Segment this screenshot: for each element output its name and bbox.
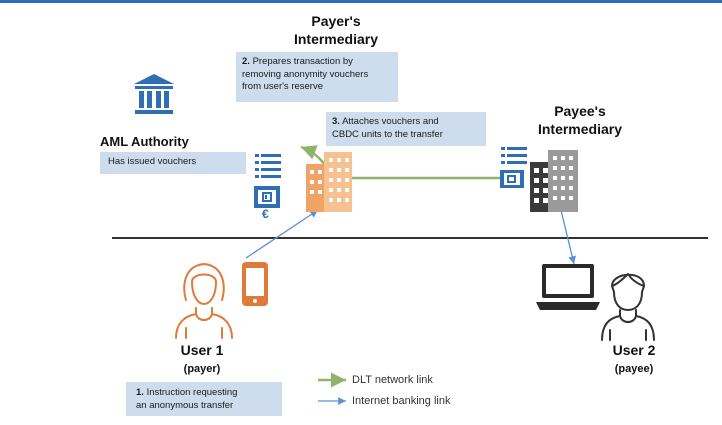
payer-intermediary-title: Payer's Intermediary bbox=[293, 13, 379, 47]
user1-label: User 1 (payer) bbox=[180, 342, 224, 375]
step1-callout: 1. Instruction requesting an anonymous t… bbox=[126, 382, 282, 416]
bank-icon bbox=[134, 74, 174, 114]
euro-symbol: € bbox=[262, 207, 269, 221]
step2-callout: 2. Prepares transaction by removing anon… bbox=[236, 52, 398, 102]
list-icon bbox=[255, 154, 281, 178]
building-icon bbox=[306, 152, 352, 212]
wallet-icon bbox=[254, 186, 280, 208]
list-icon bbox=[501, 147, 527, 164]
top-accent-line bbox=[0, 0, 722, 3]
step3-callout: 3. Attaches vouchers and CBDC units to t… bbox=[326, 112, 486, 146]
person-icon bbox=[601, 273, 655, 341]
building-icon bbox=[530, 150, 578, 212]
legend-dlt-label: DLT network link bbox=[352, 374, 433, 386]
aml-authority-note: Has issued vouchers bbox=[100, 152, 246, 174]
banking-link-user2 bbox=[559, 205, 576, 265]
wallet-icon bbox=[500, 170, 524, 188]
smartphone-icon bbox=[242, 262, 268, 306]
aml-authority-title: AML Authority bbox=[100, 134, 189, 149]
laptop-icon bbox=[536, 264, 600, 310]
legend-internet-label: Internet banking link bbox=[352, 395, 451, 407]
banking-link-user1 bbox=[245, 209, 319, 259]
payee-intermediary-title: Payee's Intermediary bbox=[537, 103, 623, 137]
user2-label: User 2 (payee) bbox=[612, 342, 656, 375]
person-icon bbox=[175, 263, 233, 339]
